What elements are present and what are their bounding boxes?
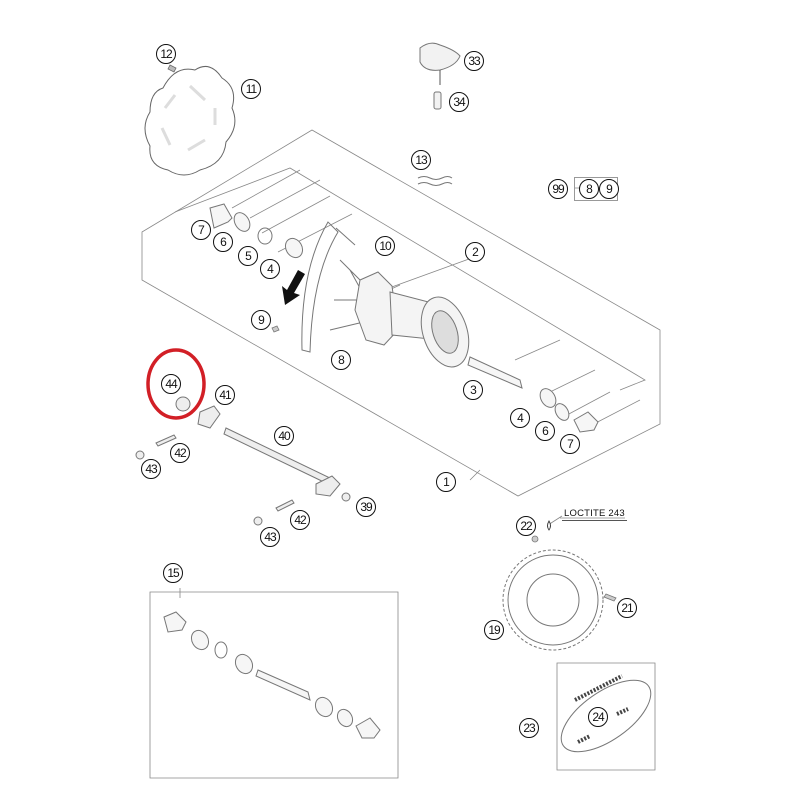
callout-2[interactable]: 2 [465,242,485,262]
spacer-right-icon [573,411,599,433]
callout-41[interactable]: 41 [215,385,235,405]
callout-8[interactable]: 8 [331,350,351,370]
callout-34[interactable]: 34 [449,92,469,112]
sprocket-nut-icon [531,535,539,543]
valve-cap-icon [419,42,461,110]
lock-nut-left-icon [135,450,145,460]
callout-42[interactable]: 42 [290,510,310,530]
hub-bearing-kit-icon [163,611,381,739]
callout-11[interactable]: 11 [241,79,261,99]
rim-tape-icon [417,176,453,186]
sprocket-icon [502,549,604,651]
callout-7[interactable]: 7 [191,220,211,240]
kit-item-9[interactable]: 9 [599,179,619,199]
callout-19[interactable]: 19 [484,620,504,640]
loctite-drop-icon [547,520,551,531]
callout-39[interactable]: 39 [356,497,376,517]
valve-nipple-icon [271,325,280,333]
circlip-icon [257,227,273,245]
callout-6[interactable]: 6 [535,421,555,441]
bearing-icon [284,237,304,259]
chain-adjuster-left-icon [197,405,221,429]
loctite-note: LOCTITE 243 [562,508,627,521]
plug-icon [341,492,351,502]
callout-12[interactable]: 12 [156,44,176,64]
kit-item-8[interactable]: 8 [579,179,599,199]
brake-disc-icon [144,65,236,176]
spacer-icon [209,203,233,229]
distance-tube-icon [467,356,523,389]
bearing-right-icon [539,388,557,408]
callout-7[interactable]: 7 [560,434,580,454]
callout-23[interactable]: 23 [519,718,539,738]
callout-42[interactable]: 42 [170,443,190,463]
chain-adjuster-right-icon [315,475,341,497]
callout-99[interactable]: 99 [548,179,568,199]
callout-15[interactable]: 15 [163,563,183,583]
callout-33[interactable]: 33 [464,51,484,71]
callout-3[interactable]: 3 [463,380,483,400]
callout-1[interactable]: 1 [436,472,456,492]
seal-ring-icon [233,212,251,232]
adjuster-screw-right-icon [275,499,295,512]
direction-arrow-icon [282,270,305,305]
callout-40[interactable]: 40 [274,426,294,446]
callout-43[interactable]: 43 [141,459,161,479]
wheel-assembly-outline [141,129,661,497]
callout-24[interactable]: 24 [588,707,608,727]
rim-icon [301,221,373,353]
sprocket-bolt-icon [603,593,617,602]
hub-icon [354,271,470,368]
adjuster-screw-left-icon [155,434,177,447]
hub-group-outline [174,167,646,391]
callout-9[interactable]: 9 [251,310,271,330]
callout-4[interactable]: 4 [260,259,280,279]
seal-ring-right-icon [554,403,570,421]
axle-nut-icon [175,396,191,412]
disc-bolt-icon [167,64,177,73]
callout-5[interactable]: 5 [238,246,258,266]
callout-13[interactable]: 13 [411,150,431,170]
chain-icon [560,674,652,753]
callout-4[interactable]: 4 [510,408,530,428]
callout-10[interactable]: 10 [375,236,395,256]
highlight-circle [146,348,206,420]
callout-43[interactable]: 43 [260,527,280,547]
callout-44[interactable]: 44 [161,374,181,394]
lock-nut-right-icon [253,516,263,526]
callout-22[interactable]: 22 [516,516,536,536]
callout-6[interactable]: 6 [213,232,233,252]
callout-21[interactable]: 21 [617,598,637,618]
